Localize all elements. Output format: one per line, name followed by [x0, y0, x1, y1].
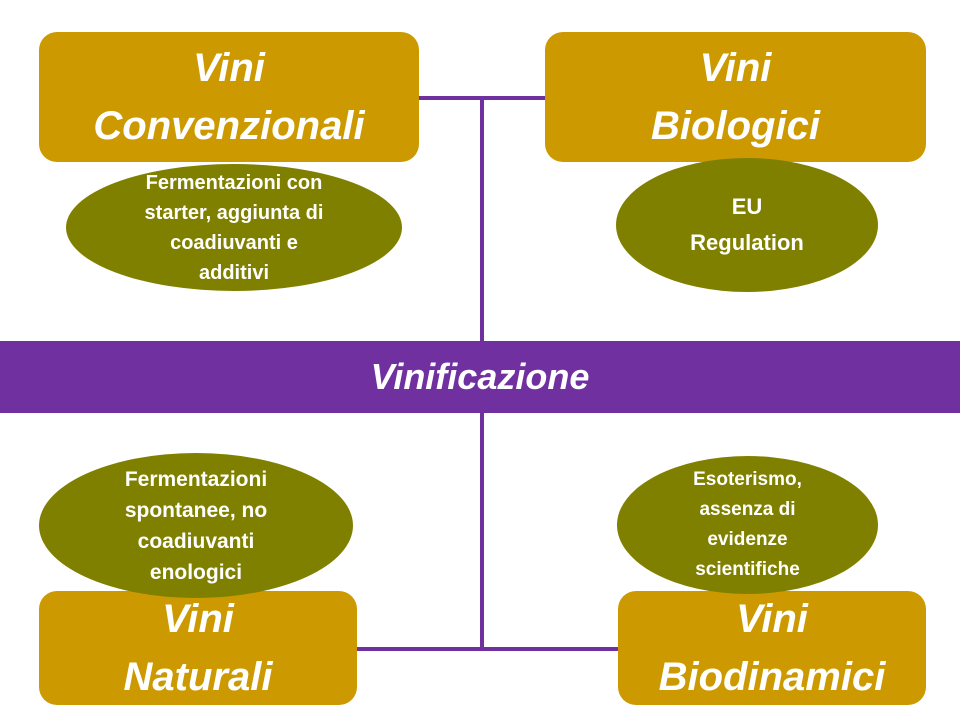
vinificazione-label: Vinificazione: [370, 356, 590, 397]
vinificazione-band: Vinificazione: [0, 341, 960, 413]
box-vini-biodinamici-line1: Vini: [736, 597, 808, 641]
oval-biologici: EU Regulation: [616, 158, 878, 292]
box-vini-biologici-line2: Biologici: [651, 104, 820, 148]
box-vini-biodinamici: Vini Biodinamici: [618, 591, 926, 705]
box-vini-biodinamici-line2: Biodinamici: [658, 655, 886, 699]
box-vini-naturali: Vini Naturali: [39, 591, 357, 705]
oval-biologici-text: EU Regulation: [690, 194, 804, 255]
oval-biodinamici-text: Esoterismo, assenza di evidenze scientif…: [693, 469, 802, 580]
box-vini-convenzionali-line2: Convenzionali: [93, 104, 365, 148]
oval-convenzionali: Fermentazioni con starter, aggiunta di c…: [66, 164, 402, 291]
box-vini-convenzionali-line1: Vini: [193, 46, 265, 90]
box-vini-biologici-line1: Vini: [699, 46, 772, 90]
oval-naturali: Fermentazioni spontanee, no coadiuvanti …: [39, 453, 353, 598]
oval-convenzionali-text: Fermentazioni con starter, aggiunta di c…: [144, 171, 324, 284]
box-vini-biologici: Vini Biologici: [545, 32, 926, 162]
box-vini-naturali-line1: Vini: [162, 597, 234, 641]
box-vini-naturali-line2: Naturali: [123, 655, 273, 699]
oval-naturali-text: Fermentazioni spontanee, no coadiuvanti …: [124, 467, 268, 584]
box-vini-convenzionali: Vini Convenzionali: [39, 32, 419, 162]
oval-biodinamici: Esoterismo, assenza di evidenze scientif…: [617, 456, 878, 594]
